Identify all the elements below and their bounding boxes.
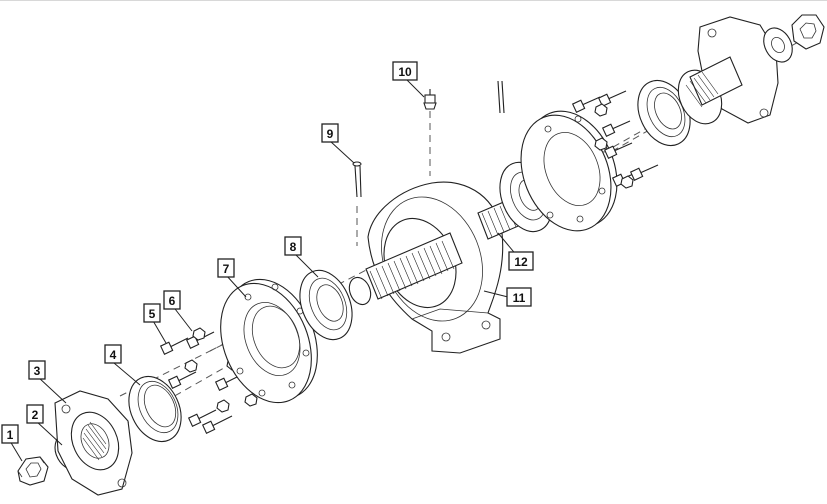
callout-1-label: 1 <box>7 428 14 442</box>
callout-10: 10 <box>392 61 418 81</box>
callout-1: 1 <box>1 424 19 444</box>
part-castle-nut-right <box>791 14 825 50</box>
callout-7: 7 <box>217 258 235 278</box>
callout-5: 5 <box>143 303 161 323</box>
callout-8: 8 <box>284 236 302 256</box>
callout-3-label: 3 <box>34 364 41 378</box>
callout-12: 12 <box>508 251 534 271</box>
callout-4: 4 <box>104 344 122 364</box>
part-bearing-flange-plate <box>220 278 318 404</box>
callout-11: 11 <box>506 287 532 307</box>
callout-6: 6 <box>163 290 181 310</box>
callout-11-label: 11 <box>513 291 526 305</box>
callout-8-label: 8 <box>290 240 297 254</box>
part-flange-housing-left <box>54 390 133 496</box>
callout-9: 9 <box>321 123 339 143</box>
callout-2: 2 <box>26 404 44 424</box>
part-threaded-shaft <box>348 232 463 306</box>
callout-9-label: 9 <box>327 127 334 141</box>
callout-4-label: 4 <box>110 348 117 362</box>
part-flange-housing-right <box>677 16 779 125</box>
callout-3: 3 <box>28 360 46 380</box>
callout-6-label: 6 <box>169 294 176 308</box>
part-washer-right <box>763 27 793 63</box>
callout-5-label: 5 <box>149 307 156 321</box>
part-castle-nut-left <box>17 456 49 486</box>
callout-2-label: 2 <box>32 408 39 422</box>
part-pin <box>352 161 362 198</box>
callout-12-label: 12 <box>514 255 528 269</box>
part-nuts-right <box>594 103 634 189</box>
part-seal-ring-left <box>128 376 182 442</box>
callout-7-label: 7 <box>223 262 230 276</box>
part-bearing-flange-plate-right <box>520 110 618 232</box>
part-grease-fitting <box>423 89 437 110</box>
callout-10-label: 10 <box>398 65 412 79</box>
